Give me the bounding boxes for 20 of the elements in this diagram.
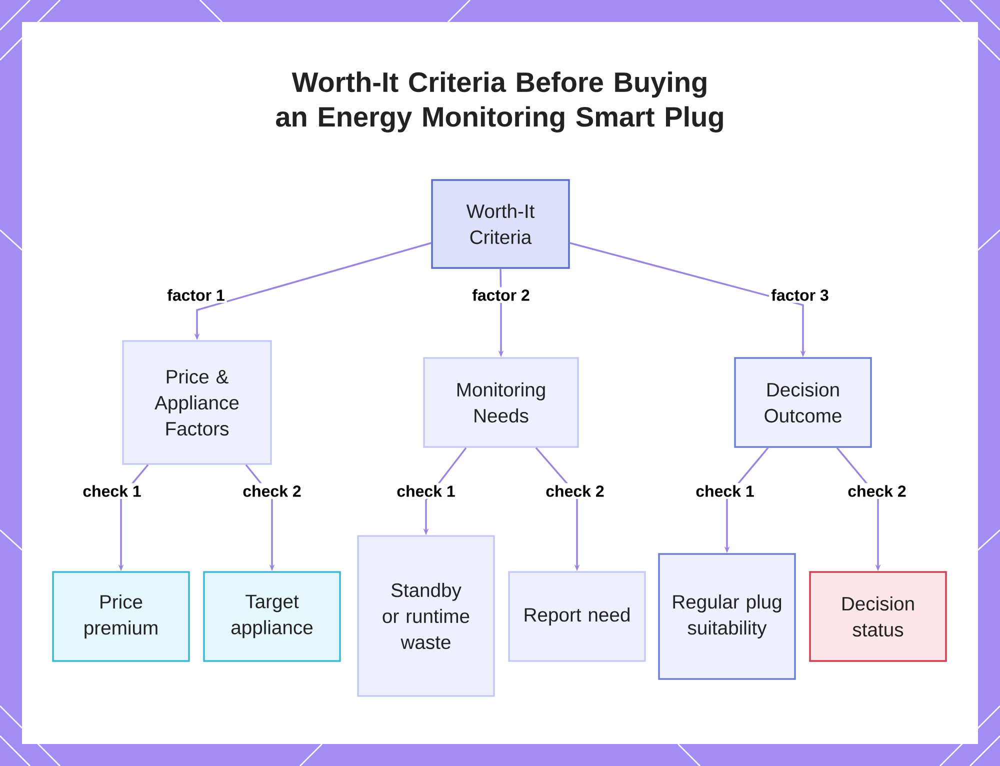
- edge-label: factor 2: [470, 287, 532, 303]
- edge-label: check 2: [846, 483, 908, 499]
- category-box: Price & Appliance Factors: [122, 340, 272, 465]
- edge-label: factor 3: [769, 287, 831, 303]
- criterion-box: Decision status: [809, 571, 947, 662]
- edge-label: check 1: [694, 483, 756, 499]
- criterion-box: Standby or runtime waste: [357, 535, 495, 697]
- title: Worth-It Criteria Before Buying an Energy Monitoring Smart Plug: [276, 72, 723, 132]
- edge-label: check 2: [240, 483, 304, 499]
- criterion-box: Price premium: [52, 571, 190, 662]
- edge-label: check 1: [80, 483, 144, 499]
- edge-label: check 1: [394, 483, 458, 499]
- edge-label: factor 1: [165, 287, 227, 303]
- root-box: Worth-It Criteria: [431, 179, 570, 269]
- criterion-box: Regular plug suitability: [658, 553, 796, 680]
- category-box: Decision Outcome: [734, 357, 872, 448]
- criterion-box: Report need: [508, 571, 646, 662]
- criterion-box: Target appliance: [203, 571, 341, 662]
- category-box: Monitoring Needs: [423, 357, 579, 448]
- edge-label: check 2: [544, 483, 606, 499]
